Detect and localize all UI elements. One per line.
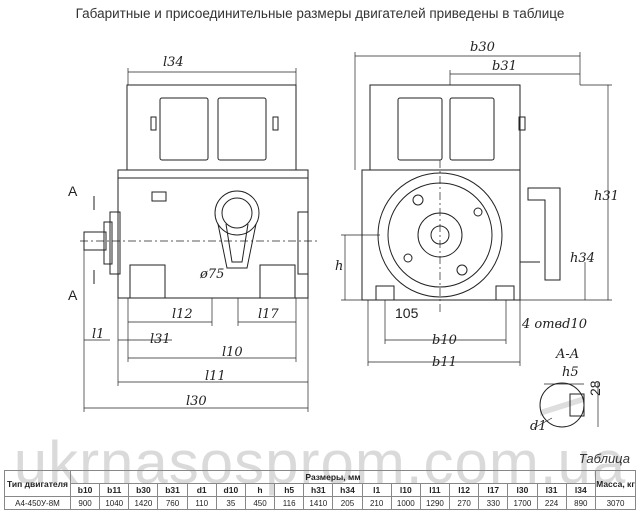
column-header: l30	[507, 483, 538, 497]
table-cell: 1700	[507, 496, 538, 510]
label-d1: d1	[530, 419, 547, 434]
column-header: h	[244, 483, 276, 497]
dimensions-table: Тип двигателя Размеры, мм Масса, кг b10 …	[4, 470, 636, 510]
column-header: b30	[128, 483, 159, 497]
table-cell: 1420	[128, 496, 159, 510]
label-b11: b11	[432, 355, 457, 370]
table-column-headers: b10 b11 b30 b31 d1 d10 h h5 h31 h34 l1 l…	[5, 483, 636, 497]
column-header: d1	[186, 483, 217, 497]
label-section-aa: A-A	[555, 347, 579, 362]
table-cell: 116	[274, 496, 305, 510]
table-cell: 1410	[303, 496, 334, 510]
table-cell: 1000	[390, 496, 421, 510]
table-cell: 270	[449, 496, 480, 510]
table-cell: 110	[186, 496, 217, 510]
header-type: Тип двигателя	[4, 470, 71, 497]
page-heading: Габаритные и присоединительные размеры д…	[75, 6, 565, 21]
column-header: h31	[303, 483, 334, 497]
table-cell: 760	[157, 496, 188, 510]
label-l12: l12	[172, 307, 193, 322]
column-header: h34	[332, 483, 363, 497]
table-cell: 210	[361, 496, 392, 510]
label-b10: b10	[432, 333, 457, 348]
column-header: l17	[478, 483, 509, 497]
label-105: 105	[395, 305, 419, 321]
table-cell: 900	[69, 496, 101, 510]
cell-mass: 3070	[595, 496, 636, 510]
column-header: h5	[274, 483, 305, 497]
label-l10: l10	[222, 345, 243, 360]
column-header: b31	[157, 483, 188, 497]
table-row: А4-450У-8М 900 1040 1420 760 110 35 450 …	[4, 496, 636, 510]
label-l11: l11	[205, 369, 226, 384]
label-l34: l34	[163, 55, 184, 70]
label-holes: 4 отвd10	[521, 317, 587, 332]
column-header: l1	[361, 483, 392, 497]
label-b31: b31	[492, 59, 517, 74]
column-header: l12	[449, 483, 480, 497]
table-cell: 1040	[99, 496, 130, 510]
column-header: l10	[390, 483, 421, 497]
label-dia75: ø75	[199, 267, 224, 282]
table-cell: 330	[478, 496, 509, 510]
label-h: h	[335, 259, 343, 274]
table-cell: 450	[244, 496, 276, 510]
label-a-top: A	[68, 183, 78, 199]
label-a-bottom: A	[68, 287, 78, 303]
label-l30: l30	[186, 394, 207, 409]
column-header: l31	[536, 483, 567, 497]
header-sizes: Размеры, мм	[70, 470, 596, 484]
column-header: l11	[419, 483, 451, 497]
column-header: d10	[215, 483, 246, 497]
label-h5: h5	[562, 365, 579, 380]
table-cell: 890	[565, 496, 597, 510]
label-h34: h34	[570, 251, 595, 266]
table-cell: 1290	[419, 496, 451, 510]
table-cell: 205	[332, 496, 363, 510]
table-cell: 35	[215, 496, 246, 510]
label-l31: l31	[150, 332, 171, 347]
column-header: b11	[99, 483, 130, 497]
table-caption: Таблица	[578, 451, 630, 466]
column-header: b10	[69, 483, 101, 497]
label-28: 28	[587, 380, 603, 396]
label-l1: l1	[92, 327, 104, 342]
label-h31: h31	[594, 189, 619, 204]
table-cell: 224	[536, 496, 567, 510]
motor-dimension-drawing: l34 b30 b31 h31 h h34 A A ø75 l12 l17 l1…	[68, 40, 619, 434]
column-header: l34	[565, 483, 597, 497]
label-l17: l17	[258, 307, 279, 322]
cell-type: А4-450У-8М	[4, 496, 71, 510]
header-mass: Масса, кг	[595, 470, 636, 497]
label-b30: b30	[470, 40, 495, 55]
